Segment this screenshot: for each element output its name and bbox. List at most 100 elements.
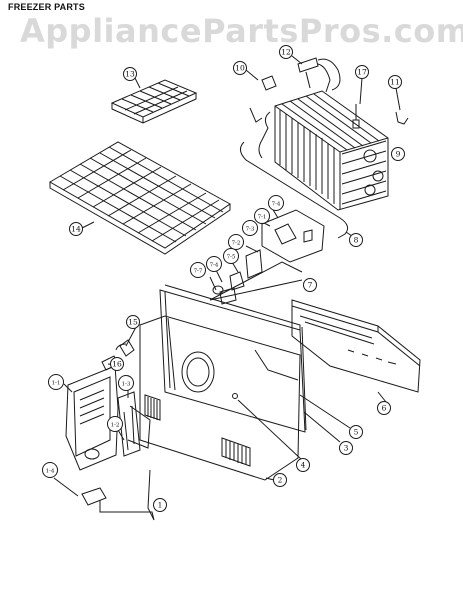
callout-label: 15	[128, 318, 138, 327]
callout-17: 17	[355, 65, 369, 79]
callout-label: 4	[301, 461, 306, 470]
callout-circle	[339, 441, 353, 455]
callout-circle	[190, 262, 206, 278]
callout-16: 16	[110, 357, 124, 371]
callout-circle	[118, 375, 134, 391]
callout-label: 17	[357, 68, 367, 77]
callout-1-3: 1-3	[118, 375, 134, 391]
callout-label: 6	[382, 404, 387, 413]
callout-1-2: 1-2	[107, 416, 123, 432]
callout-label: 8	[354, 236, 359, 245]
callout-14: 14	[69, 222, 83, 236]
callout-7-2: 7-2	[228, 234, 244, 250]
callout-circle	[349, 425, 363, 439]
callout-circle	[388, 75, 402, 89]
defrost-sensor-part	[395, 111, 409, 125]
callout-layer: 131012171191487-47-17-27-37-57-47-771516…	[42, 45, 405, 512]
callout-circle	[391, 147, 405, 161]
callout-circle	[123, 67, 137, 81]
control-bracket-part	[212, 209, 325, 305]
callout-circle	[69, 222, 83, 236]
callout-circle	[273, 473, 287, 487]
callout-circle	[355, 65, 369, 79]
callout-circle	[223, 248, 239, 264]
callout-8: 8	[349, 233, 363, 247]
callout-circle	[206, 256, 222, 272]
callout-9: 9	[391, 147, 405, 161]
callout-1-1: 1-1	[48, 374, 64, 390]
callout-5: 5	[349, 425, 363, 439]
callout-7-1: 7-1	[254, 208, 270, 224]
clip-part	[261, 75, 277, 91]
callout-label: 1-2	[111, 423, 120, 429]
callout-circle	[153, 498, 167, 512]
mounting-rail-part	[291, 299, 421, 393]
callout-label: 7-7	[194, 269, 203, 275]
callout-circle	[42, 462, 58, 478]
callout-label: 14	[71, 225, 81, 234]
callout-15: 15	[126, 315, 140, 329]
callout-6: 6	[377, 401, 391, 415]
wire-shelf-part	[49, 141, 231, 255]
callout-10: 10	[233, 61, 247, 75]
watermark-text: AppliancePartsPros.com	[20, 12, 463, 50]
callout-circle	[268, 195, 284, 211]
callout-7-4b: 7-4	[206, 256, 222, 272]
callout-label: 12	[281, 48, 291, 57]
callout-label: 11	[390, 78, 400, 87]
callout-circle	[48, 374, 64, 390]
callout-circle	[242, 220, 258, 236]
wire-harness-part	[297, 57, 341, 93]
callout-label: 7-4	[272, 202, 281, 208]
callout-11: 11	[388, 75, 402, 89]
callout-label: 7	[308, 281, 313, 290]
callout-label: 1-3	[122, 382, 131, 388]
callout-7-7: 7-7	[190, 262, 206, 278]
callout-circle	[279, 45, 293, 59]
callout-circle	[126, 315, 140, 329]
callout-circle	[377, 401, 391, 415]
callout-7: 7	[303, 278, 317, 292]
callout-label: 2	[278, 476, 283, 485]
callout-label: 1-1	[52, 381, 61, 387]
callout-label: 10	[235, 64, 245, 73]
callout-label: 1-4	[46, 469, 55, 475]
callout-13: 13	[123, 67, 137, 81]
callout-label: 5	[354, 428, 359, 437]
callout-2: 2	[273, 473, 287, 487]
callout-circle	[254, 208, 270, 224]
ice-tray-part	[110, 79, 198, 124]
leader-lines	[53, 55, 401, 521]
callout-label: 16	[112, 360, 122, 369]
callout-1: 1	[153, 498, 167, 512]
callout-label: 7-3	[246, 227, 255, 233]
callout-circle	[107, 416, 123, 432]
callout-label: 7-2	[232, 241, 241, 247]
evaporator-cover-part	[139, 315, 301, 481]
callout-circle	[233, 61, 247, 75]
callout-7-5: 7-5	[223, 248, 239, 264]
callout-label: 7-4	[210, 263, 219, 269]
callout-4: 4	[296, 458, 310, 472]
callout-3: 3	[339, 441, 353, 455]
rear-panel-part	[159, 284, 307, 433]
callout-label: 3	[344, 444, 349, 453]
callout-7-4a: 7-4	[268, 195, 284, 211]
callout-label: 9	[396, 150, 401, 159]
callout-7-3: 7-3	[242, 220, 258, 236]
callout-label: 7-5	[227, 255, 236, 261]
callout-12: 12	[279, 45, 293, 59]
callout-circle	[349, 233, 363, 247]
evaporator-part	[240, 90, 389, 239]
callout-label: 7-1	[258, 215, 267, 221]
callout-1-4: 1-4	[42, 462, 58, 478]
callout-label: 13	[125, 70, 135, 79]
callout-circle	[296, 458, 310, 472]
sensor-part	[352, 104, 360, 129]
callout-circle	[303, 278, 317, 292]
page-title: FREEZER PARTS	[8, 2, 85, 12]
callout-label: 1	[158, 501, 163, 510]
callout-circle	[228, 234, 244, 250]
